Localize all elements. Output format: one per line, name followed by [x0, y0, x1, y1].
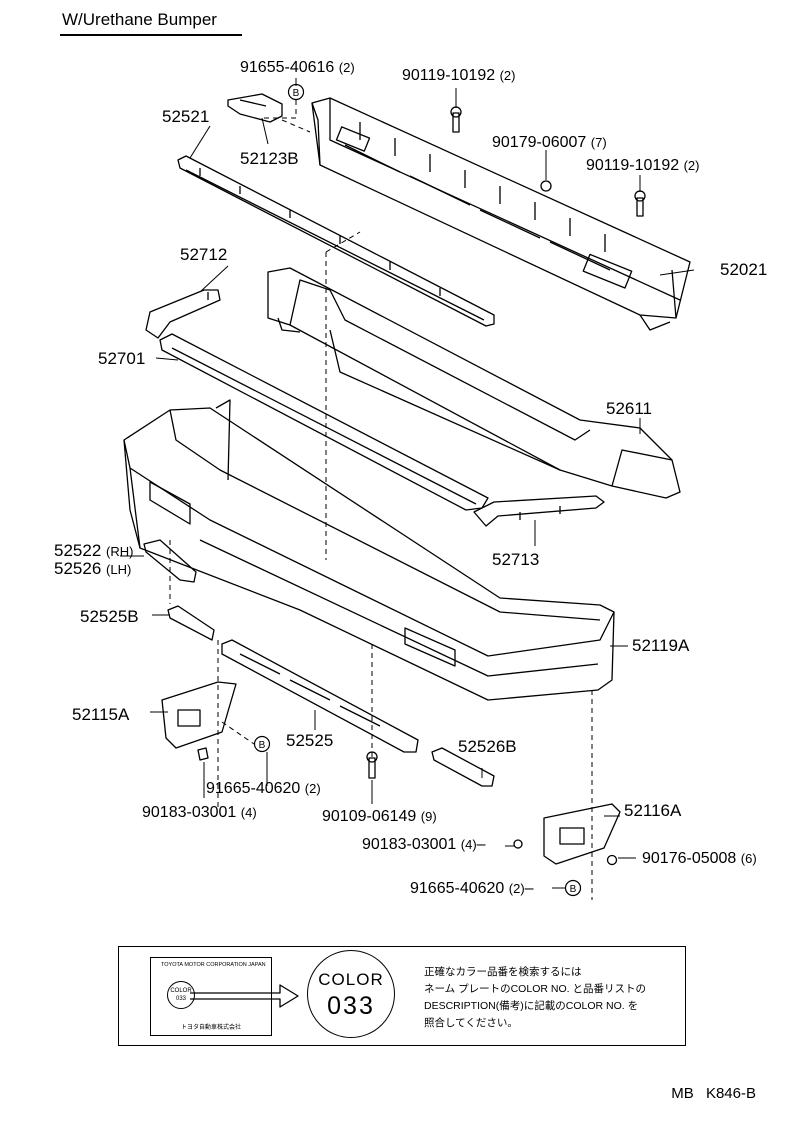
plate-color-circle: COLOR 033 [167, 981, 195, 1009]
bracket-52522 [143, 539, 197, 583]
bumper-reinforcement [311, 97, 691, 331]
part-label-52021: 52021 [720, 260, 768, 279]
bracket-52525 [221, 639, 419, 753]
part-label-52123b: 52123B [240, 149, 299, 168]
diagram-title: W/Urethane Bumper [62, 10, 217, 29]
plate-footer-text: トヨタ自動車株式会社 [181, 1025, 242, 1031]
end-piece-52712 [145, 289, 221, 339]
part-label-90183-03001: 90183-03001 (4) [142, 804, 257, 821]
color-code-circle: COLOR 033 [307, 950, 395, 1038]
part-label-90183-03001-b: 90183-03001 (4)– [362, 836, 486, 853]
part-label-91665-40620: 91665-40620 (2) [206, 780, 321, 797]
ref-marker-letter: B [293, 88, 300, 99]
plate-color-word: COLOR [170, 988, 192, 994]
part-label-52712: 52712 [180, 245, 228, 264]
note-line-4: 照合してください。 [424, 1017, 518, 1029]
energy-absorber [267, 267, 681, 499]
plate-header-text: TOYOTA MOTOR CORPORATION JAPAN [161, 962, 266, 968]
color-number: 033 [327, 992, 375, 1020]
part-label-52525: 52525 [286, 731, 334, 750]
note-arrow [190, 984, 299, 1008]
ref-marker-letter: B [570, 884, 577, 895]
part-label-90179-06007: 90179-06007 (7) [492, 134, 607, 151]
part-label-90109-06149: 90109-06149 (9) [322, 808, 437, 825]
part-label-52115a: 52115A [72, 705, 130, 724]
title-underline [60, 34, 242, 36]
ref-marker-letters: B B B [259, 88, 577, 895]
plate-color-num: 033 [175, 996, 186, 1002]
part-label-52116a: 52116A [624, 801, 682, 820]
retainer-52521 [177, 155, 495, 327]
part-label-52701: 52701 [98, 349, 146, 368]
leader-lines [120, 78, 695, 889]
part-label-52526: 52526 (LH) [54, 559, 132, 578]
part-label-52521: 52521 [162, 107, 210, 126]
note-line-3: DESCRIPTION(備考)に記載のCOLOR NO. を [424, 1000, 639, 1012]
color-word: COLOR [318, 970, 384, 989]
part-label-90119-10192: 90119-10192 (2) [402, 67, 516, 84]
fasteners [197, 106, 646, 866]
end-piece-52713 [473, 495, 605, 527]
part-label-52526b: 52526B [458, 737, 517, 756]
bracket-52115a [161, 681, 237, 749]
bracket-52525b [167, 605, 215, 641]
part-label-52119a: 52119A [632, 636, 690, 655]
part-label-52522: 52522 (RH) [54, 541, 134, 560]
part-label-90119-10192-b: 90119-10192 (2) [586, 157, 700, 174]
name-plate: TOYOTA MOTOR CORPORATION JAPAN COLOR 033… [150, 957, 272, 1036]
bracket-52116a [543, 803, 621, 865]
note-line-1: 正確なカラー品番を検索するには [424, 966, 582, 978]
color-note-box [118, 946, 686, 1046]
ref-marker-letter: B [259, 740, 266, 751]
bracket-52123b [227, 93, 283, 123]
moulding-52701 [159, 333, 489, 511]
part-label-91655-40616: 91655-40616 (2) [240, 59, 355, 76]
part-label-91665-40620-b: 91665-40620 (2)– [410, 880, 534, 897]
ref-markers [253, 83, 582, 897]
alignment-lines [169, 100, 593, 900]
bracket-52526b [431, 747, 495, 787]
diagram-code: MB K846-B [671, 1085, 756, 1102]
bumper-cover [123, 399, 615, 701]
part-label-90176-05008: 90176-05008 (6) [642, 850, 757, 867]
note-line-2: ネーム プレートのCOLOR NO. と品番リストの [424, 983, 646, 995]
part-label-52713: 52713 [492, 550, 540, 569]
part-label-52525b: 52525B [80, 607, 139, 626]
part-label-52611: 52611 [606, 399, 653, 418]
